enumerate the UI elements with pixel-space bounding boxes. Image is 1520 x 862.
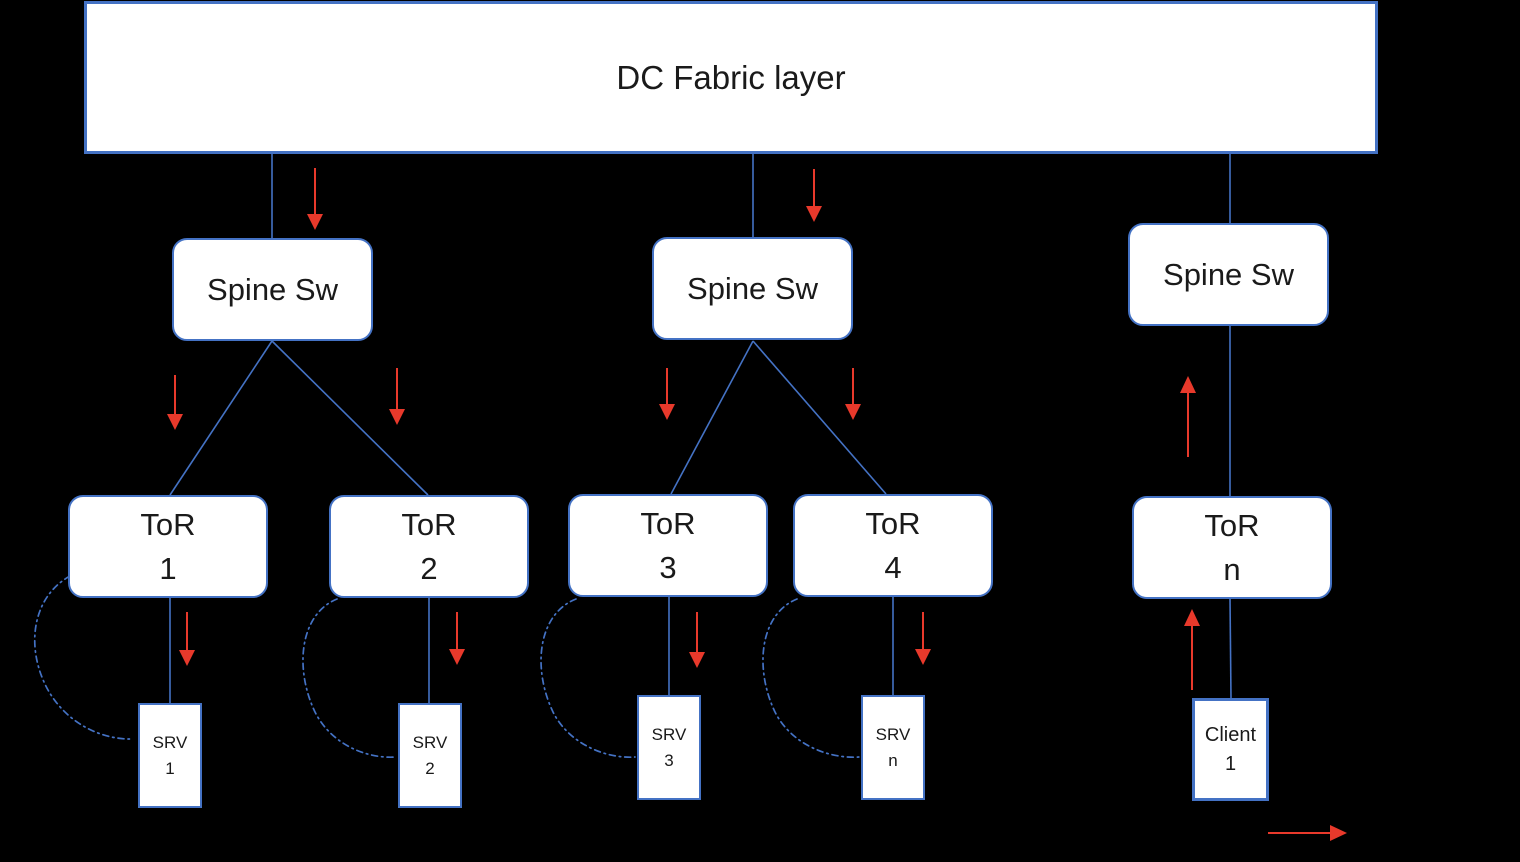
link-spine2-tor4 — [752, 340, 887, 495]
dc-fabric-layer-label: DC Fabric layer — [616, 58, 846, 96]
red-down-arrow — [689, 612, 705, 668]
srv-n-box: SRV n — [861, 695, 925, 800]
spine-sw-1-label: Spine Sw — [207, 271, 338, 307]
client-1-box: Client 1 — [1192, 698, 1269, 801]
red-up-arrow — [1184, 609, 1200, 690]
loop-tor2-srv2 — [302, 598, 397, 758]
tor-4-box: ToR 4 — [793, 494, 993, 597]
spine-sw-2-label: Spine Sw — [687, 270, 818, 306]
client-1-number: 1 — [1224, 752, 1237, 775]
spine-sw-1-box: Spine Sw — [172, 238, 373, 341]
tor-2-label: ToR — [401, 506, 457, 542]
link-spine1-tor1 — [169, 340, 273, 496]
tor-1-number: 1 — [159, 550, 177, 586]
loop-tor4-srvn — [762, 598, 860, 758]
red-up-arrow — [1180, 376, 1196, 457]
tor-n-label: ToR — [1204, 507, 1260, 543]
link-torn-client1 — [1229, 597, 1232, 699]
tor-1-label: ToR — [140, 506, 196, 542]
red-down-arrow — [806, 169, 822, 222]
red-down-arrow — [167, 375, 183, 430]
tor-4-number: 4 — [884, 549, 902, 585]
srv-3-box: SRV 3 — [637, 695, 701, 800]
spine-sw-3-box: Spine Sw — [1128, 223, 1329, 326]
srv-1-label: SRV — [152, 732, 188, 752]
tor-3-label: ToR — [640, 505, 696, 541]
srv-n-number: n — [888, 750, 898, 770]
srv-2-number: 2 — [425, 758, 435, 778]
red-right-arrow — [1268, 825, 1347, 841]
tor-2-box: ToR 2 — [329, 495, 529, 598]
tor-3-number: 3 — [659, 549, 677, 585]
red-down-arrow — [449, 612, 465, 665]
srv-1-number: 1 — [165, 758, 175, 778]
tor-1-box: ToR 1 — [68, 495, 268, 598]
srv-2-label: SRV — [412, 732, 448, 752]
srv-n-label: SRV — [875, 724, 911, 744]
red-down-arrow — [659, 368, 675, 420]
client-1-label: Client — [1204, 723, 1257, 746]
loop-tor3-srv3 — [540, 598, 636, 758]
link-spine1-tor2 — [271, 340, 429, 496]
red-down-arrow — [179, 612, 195, 666]
tor-2-number: 2 — [420, 550, 438, 586]
tor-4-label: ToR — [865, 505, 921, 541]
tor-n-number: n — [1223, 551, 1241, 587]
spine-sw-3-label: Spine Sw — [1163, 256, 1294, 292]
srv-2-box: SRV 2 — [398, 703, 462, 808]
tor-n-box: ToR n — [1132, 496, 1332, 599]
srv-1-box: SRV 1 — [138, 703, 202, 808]
srv-3-label: SRV — [651, 724, 687, 744]
red-down-arrow — [389, 368, 405, 425]
red-down-arrow — [915, 612, 931, 665]
srv-3-number: 3 — [664, 750, 674, 770]
tor-3-box: ToR 3 — [568, 494, 768, 597]
red-down-arrow — [307, 168, 323, 230]
loop-tor1-srv1 — [33, 575, 134, 740]
red-down-arrow — [845, 368, 861, 420]
spine-sw-2-box: Spine Sw — [652, 237, 853, 340]
dc-fabric-layer-box: DC Fabric layer — [84, 1, 1378, 154]
link-spine2-tor3 — [670, 340, 754, 495]
